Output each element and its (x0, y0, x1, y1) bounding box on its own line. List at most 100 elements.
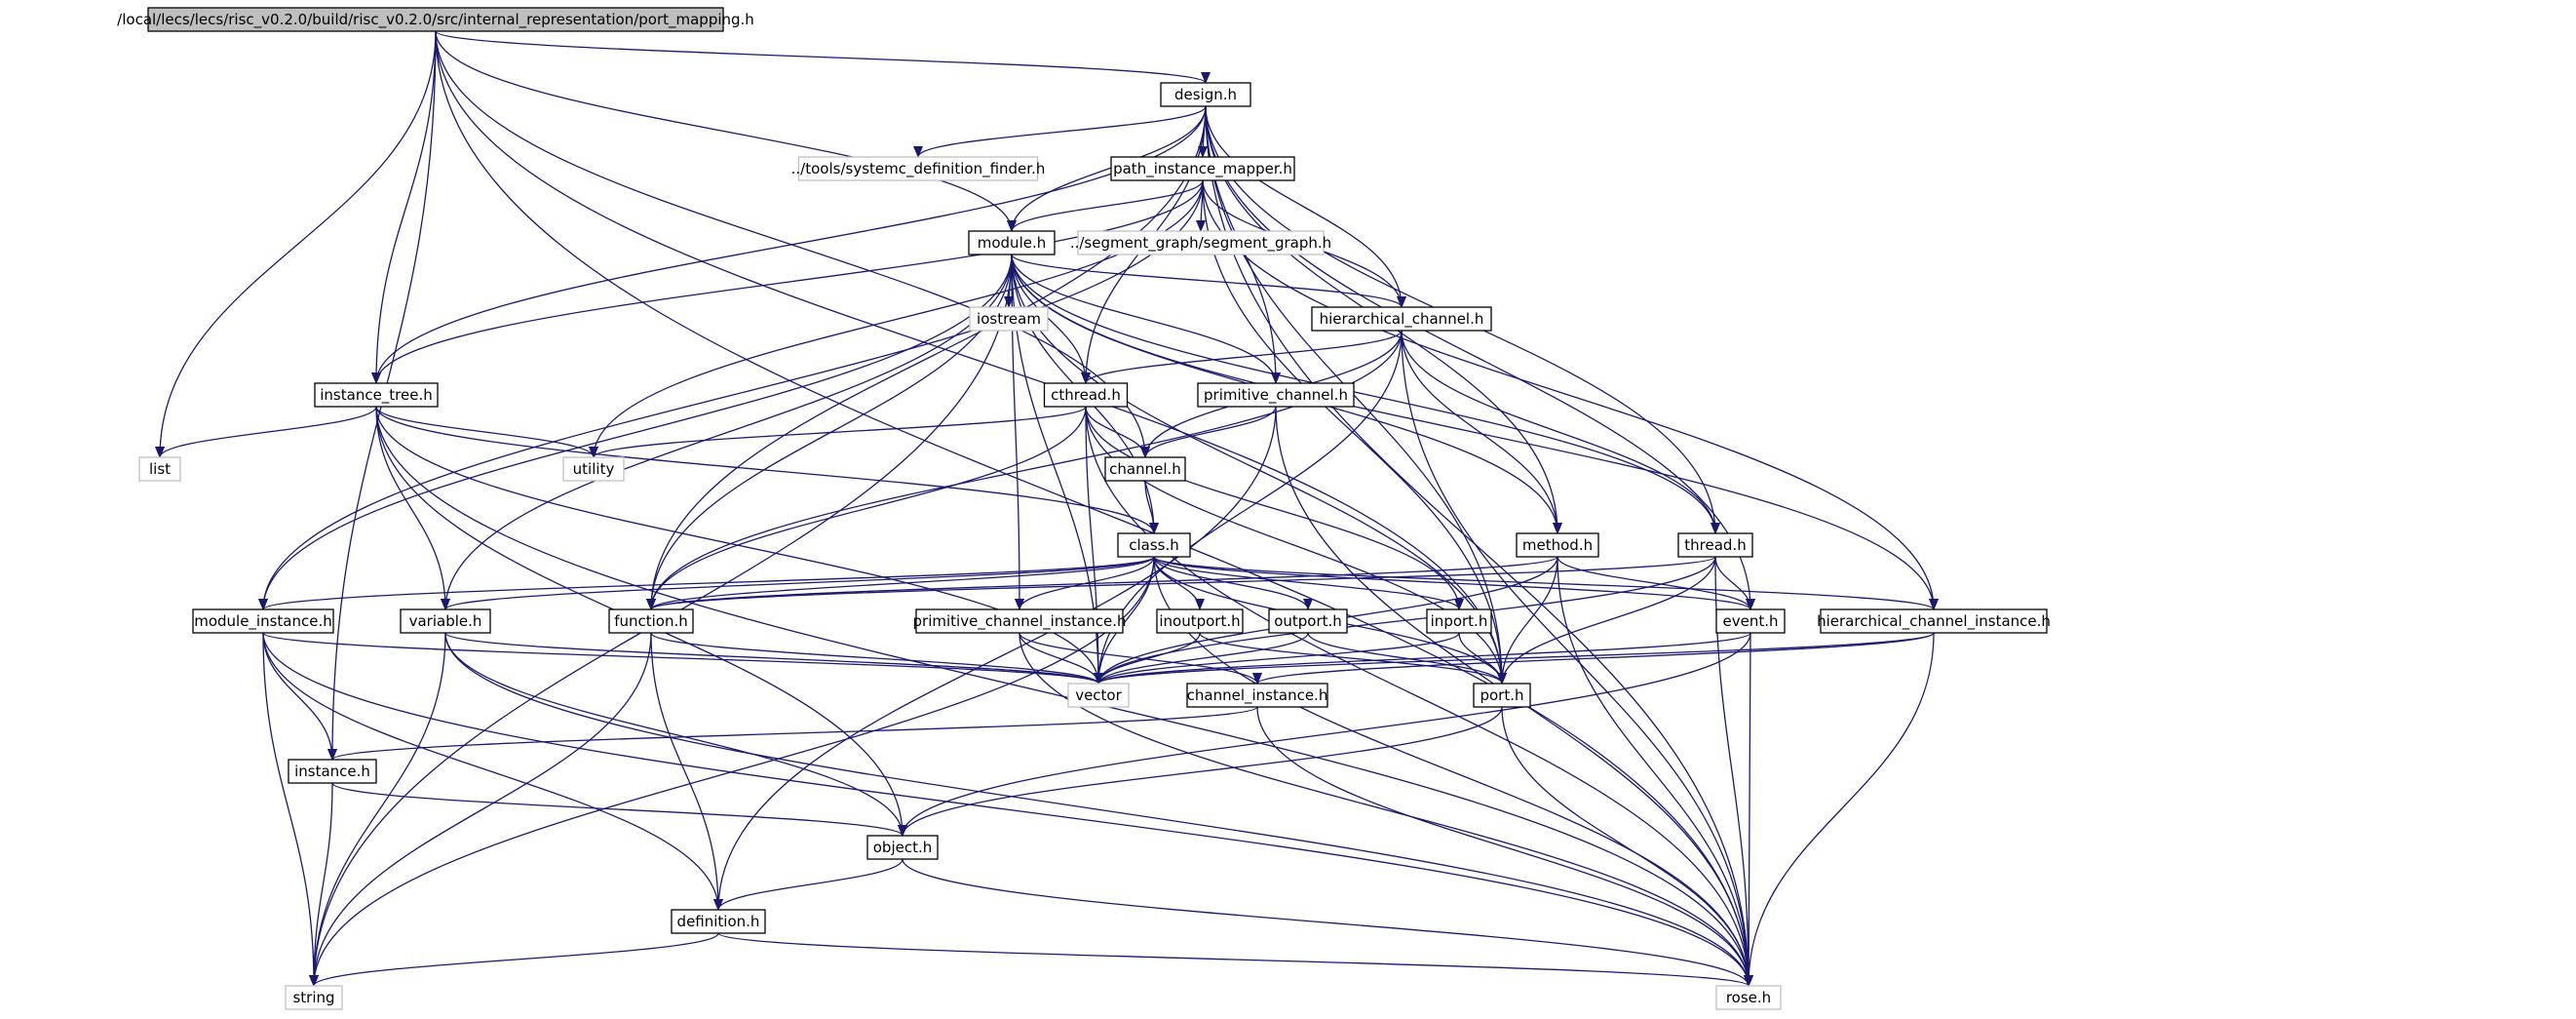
edge-variable-to-string (309, 632, 446, 987)
node-design[interactable]: design.h (1160, 82, 1251, 107)
node-channel-instance[interactable]: channel_instance.h (1186, 683, 1328, 708)
edge-instance_tree-to-list (155, 406, 377, 458)
node-rose: rose.h (1715, 985, 1782, 1010)
edge-channel_instance-to-instance (327, 706, 1258, 761)
node-thread[interactable]: thread.h (1677, 532, 1753, 558)
node-box (866, 835, 939, 860)
node-hier-channel-instance[interactable]: hierarchical_channel_instance.h (1817, 608, 2051, 634)
node-class[interactable]: class.h (1117, 532, 1191, 558)
node-box (1197, 382, 1355, 408)
edge-hier_channel-to-rose (1401, 330, 1753, 987)
node-label: class.h (1129, 536, 1179, 554)
edge-root-to-rose (435, 30, 1753, 987)
node-instance[interactable]: instance.h (288, 759, 377, 784)
node-inport[interactable]: inport.h (1426, 608, 1492, 634)
node-module-instance[interactable]: module_instance.h (192, 608, 334, 634)
node-function[interactable]: function.h (608, 608, 694, 634)
node-label: outport.h (1274, 612, 1342, 630)
node-root[interactable]: /local/lecs/lecs/risc_v0.2.0/build/risc_… (117, 7, 754, 32)
edge-module_instance-to-instance (262, 632, 337, 761)
node-module[interactable]: module.h (968, 230, 1056, 255)
node-path-mapper[interactable]: path_instance_mapper.h (1110, 156, 1295, 181)
edge-hier_channel_instance-to-channel_instance (1252, 632, 1935, 685)
node-label: string (292, 989, 334, 1006)
edge-module_instance-to-rose (262, 632, 1753, 987)
node-box (1715, 985, 1782, 1010)
edge-thread-to-function (646, 556, 1716, 610)
node-vector: vector (1067, 683, 1130, 708)
edge-module-to-thread (1011, 254, 1720, 534)
node-box (968, 230, 1056, 255)
node-prim-channel[interactable]: primitive_channel.h (1197, 382, 1355, 408)
edge-event-to-vector (1094, 632, 1751, 685)
node-box (285, 985, 343, 1010)
node-prim-channel-instance[interactable]: primitive_channel_instance.h (913, 608, 1127, 634)
node-instance-tree[interactable]: instance_tree.h (314, 382, 439, 408)
node-method[interactable]: method.h (1516, 532, 1599, 558)
edge-definition-to-string (309, 932, 719, 987)
node-box (1043, 382, 1129, 408)
node-box (1186, 683, 1328, 708)
node-label: list (149, 460, 171, 478)
node-label: channel_instance.h (1187, 686, 1328, 705)
edge-class-to-module_instance (258, 556, 1155, 610)
node-channel[interactable]: channel.h (1104, 456, 1186, 482)
edge-hier_channel-to-method (1401, 330, 1562, 534)
edge-channel_instance-to-rose (1256, 706, 1753, 987)
edge-path_mapper-to-utility (589, 179, 1204, 458)
edge-cthread-to-port (1085, 406, 1507, 685)
node-box (562, 456, 625, 482)
node-label: ../segment_graph/segment_graph.h (1070, 234, 1331, 253)
node-box (608, 608, 694, 634)
dependency-edges (155, 30, 1939, 987)
edge-port-to-object (898, 706, 1503, 837)
edge-module_instance-to-definition (262, 632, 723, 911)
node-hier-channel[interactable]: hierarchical_channel.h (1311, 306, 1492, 332)
node-string: string (285, 985, 343, 1010)
node-variable[interactable]: variable.h (400, 608, 491, 634)
edge-module-to-hier_channel_instance (1011, 254, 1939, 610)
edge-design-to-event (1205, 105, 1755, 610)
node-segment-graph: ../segment_graph/segment_graph.h (1070, 230, 1331, 255)
node-box (1117, 532, 1191, 558)
edge-inport-to-vector (1094, 632, 1460, 685)
node-label: cthread.h (1051, 386, 1121, 404)
node-label: function.h (614, 612, 688, 630)
edge-outport-to-vector (1094, 632, 1309, 685)
edge-prim_channel-to-definition (713, 406, 1277, 911)
edge-module-to-hier_channel (1011, 254, 1406, 308)
node-box (1473, 683, 1531, 708)
edge-port-to-rose (1501, 706, 1753, 987)
node-label: iostream (977, 310, 1041, 328)
node-object[interactable]: object.h (866, 835, 939, 860)
node-definition[interactable]: definition.h (671, 909, 766, 934)
node-label: primitive_channel_instance.h (913, 612, 1127, 631)
edge-cthread-to-function (646, 406, 1087, 610)
node-box (138, 456, 181, 482)
edge-thread-to-vector (1094, 556, 1716, 685)
node-inoutport[interactable]: inoutport.h (1156, 608, 1244, 634)
edge-path_mapper-to-module (1007, 179, 1204, 232)
edge-module-to-variable (441, 254, 1013, 610)
node-cthread[interactable]: cthread.h (1043, 382, 1129, 408)
node-box (1820, 608, 2048, 634)
node-outport[interactable]: outport.h (1268, 608, 1348, 634)
node-label: utility (573, 460, 615, 478)
edge-event-to-object (898, 632, 1751, 837)
node-label: instance_tree.h (320, 386, 433, 405)
node-label: object.h (873, 839, 933, 856)
node-event[interactable]: event.h (1715, 608, 1786, 634)
edge-object-to-definition (713, 858, 904, 911)
node-label: primitive_channel.h (1204, 386, 1348, 405)
node-box (1067, 683, 1130, 708)
node-label: module.h (978, 234, 1047, 252)
edge-hier_channel_instance-to-vector (1094, 632, 1935, 685)
node-box (671, 909, 766, 934)
edge-channel-to-class (1144, 480, 1159, 534)
node-box (1677, 532, 1753, 558)
edge-hier_channel-to-cthread (1081, 330, 1403, 384)
edge-class-to-outport (1153, 556, 1313, 610)
node-box (1104, 456, 1186, 482)
node-port[interactable]: port.h (1473, 683, 1531, 708)
edge-path_mapper-to-instance_tree (371, 179, 1204, 384)
